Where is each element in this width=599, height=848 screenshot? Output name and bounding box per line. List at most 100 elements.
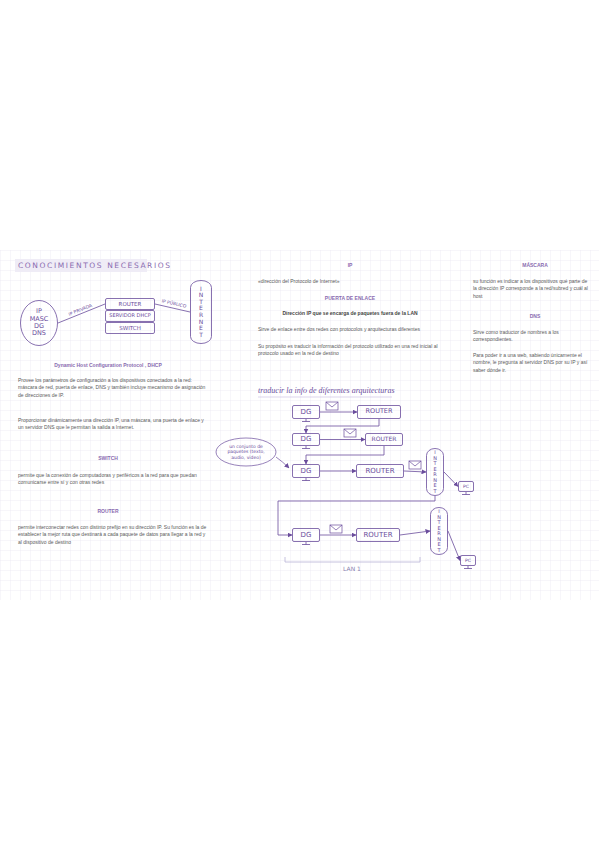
monitor-stand bbox=[302, 542, 310, 545]
node-label: SERVIDOR DHCP bbox=[109, 313, 150, 319]
internet-cloud: INTERNET bbox=[426, 448, 444, 496]
cloud-outline bbox=[431, 508, 448, 555]
section-heading: ROUTER bbox=[97, 508, 118, 515]
connector bbox=[306, 419, 379, 433]
section-heading: IP bbox=[348, 262, 353, 269]
note-text: Sirve de enlace entre dos redes con prot… bbox=[258, 326, 453, 333]
node-label: ROUTER bbox=[363, 531, 392, 539]
gateway-monitor: DG bbox=[292, 405, 320, 419]
box-outline bbox=[358, 406, 401, 419]
section-heading: Dynamic Host Configuration Protocol , DH… bbox=[54, 362, 162, 369]
box-outline bbox=[106, 323, 155, 334]
monitor-stand bbox=[302, 478, 310, 481]
node-label: IP MASC DG DNS bbox=[30, 308, 49, 338]
note-text: permite que la conexión de computadoras … bbox=[18, 472, 208, 487]
pc-monitor: PC bbox=[458, 481, 474, 492]
connector bbox=[320, 439, 365, 440]
node-label: PC bbox=[463, 484, 469, 489]
envelopes bbox=[326, 402, 421, 533]
node-label: DG bbox=[301, 435, 312, 443]
monitor-screen bbox=[293, 406, 320, 419]
oval-outline bbox=[21, 301, 58, 346]
node-label: DG bbox=[301, 531, 312, 539]
network-label: LAN 1 bbox=[343, 565, 361, 574]
monitor-screen bbox=[459, 482, 474, 492]
section-heading: SWITCH bbox=[98, 455, 118, 462]
note-text: Para poder ir a una web, sabiendo únicam… bbox=[473, 352, 591, 374]
node-label: INTERNET bbox=[433, 450, 438, 494]
internet-cloud: INTERNET bbox=[190, 280, 212, 344]
envelope-icon bbox=[330, 525, 342, 533]
node-label: INTERNET bbox=[198, 286, 204, 339]
grid-area bbox=[0, 250, 599, 600]
box-outline bbox=[366, 434, 403, 446]
monitor-stand bbox=[462, 492, 470, 495]
page-title: CONOCIMIENTOS NECESARIOS bbox=[18, 261, 172, 270]
monitor-stand bbox=[464, 566, 472, 569]
router-box: ROUTER bbox=[356, 528, 400, 542]
node-label: DG bbox=[301, 467, 312, 475]
note-text: Sirve como traductor de nombres a los co… bbox=[473, 329, 591, 344]
node-label: ROUTER bbox=[372, 436, 397, 443]
monitor-stand bbox=[302, 446, 310, 449]
node-label: SWITCH bbox=[119, 325, 141, 331]
envelope-icon bbox=[326, 402, 338, 410]
note-text: Proporcionar dinámicamente una dirección… bbox=[18, 417, 208, 432]
note-text: Su propósito es traducir la información … bbox=[258, 343, 453, 358]
connector bbox=[444, 472, 458, 487]
box-outline bbox=[106, 311, 155, 322]
node-label: ROUTER bbox=[119, 301, 142, 307]
device-oval: IP MASC DG DNS bbox=[20, 300, 58, 346]
note-text: Provee los parámetros de configuración a… bbox=[18, 377, 208, 399]
callout-bubble bbox=[216, 438, 276, 466]
switch-box: SWITCH bbox=[105, 322, 155, 334]
node-label: INTERNET bbox=[437, 509, 442, 553]
dhcp-box: SERVIDOR DHCP bbox=[105, 310, 155, 322]
gateway-monitor: DG bbox=[292, 464, 320, 478]
callout-note: un conjunto de paquetes (texto, audio, v… bbox=[226, 444, 266, 460]
box-outline bbox=[357, 529, 400, 542]
heading-underline bbox=[258, 397, 392, 398]
section-heading: MÁSCARA bbox=[522, 262, 548, 269]
gateway-monitor: DG bbox=[292, 433, 320, 446]
connector bbox=[306, 446, 384, 464]
lan-bracket bbox=[285, 557, 420, 562]
note-text: Dirección IP que se encarga de paquetes … bbox=[282, 310, 417, 317]
note-text: «dirección del Protocolo de Internet» bbox=[258, 278, 453, 285]
monitor-screen bbox=[461, 556, 476, 566]
router-box: ROUTER bbox=[105, 298, 155, 310]
monitor-stand bbox=[302, 419, 310, 422]
callout-arrow bbox=[276, 457, 289, 468]
note-text: permite interconectar redes con distinto… bbox=[18, 524, 208, 546]
monitor-screen bbox=[293, 465, 320, 478]
note-text: su función es indicar a los dispositivos… bbox=[473, 278, 591, 300]
envelope-icon bbox=[344, 429, 356, 437]
section-heading: PUERTA DE ENLACE bbox=[325, 295, 375, 302]
node-label: PC bbox=[465, 558, 471, 563]
node-label: ROUTER bbox=[366, 408, 393, 415]
monitor-screen bbox=[293, 529, 320, 542]
pc-monitor: PC bbox=[460, 555, 476, 566]
box-outline bbox=[357, 465, 404, 478]
monitor-screen bbox=[293, 434, 320, 446]
router-box: ROUTER bbox=[365, 433, 403, 446]
cloud-outline bbox=[191, 281, 212, 344]
envelope-icon bbox=[409, 461, 421, 469]
box-outline bbox=[106, 299, 155, 310]
connector bbox=[320, 471, 356, 472]
gateway-monitor: DG bbox=[292, 528, 320, 542]
internet-cloud: INTERNET bbox=[430, 507, 448, 555]
router-box: ROUTER bbox=[356, 464, 404, 478]
section-heading: DNS bbox=[530, 313, 541, 320]
router-box: ROUTER bbox=[357, 405, 401, 419]
connector bbox=[400, 531, 430, 535]
handwritten-note: traducir la info de diferentes arquitect… bbox=[258, 385, 395, 397]
node-label: ROUTER bbox=[365, 467, 394, 475]
node-label: DG bbox=[301, 408, 312, 416]
connector bbox=[404, 471, 426, 472]
connector bbox=[320, 412, 357, 413]
